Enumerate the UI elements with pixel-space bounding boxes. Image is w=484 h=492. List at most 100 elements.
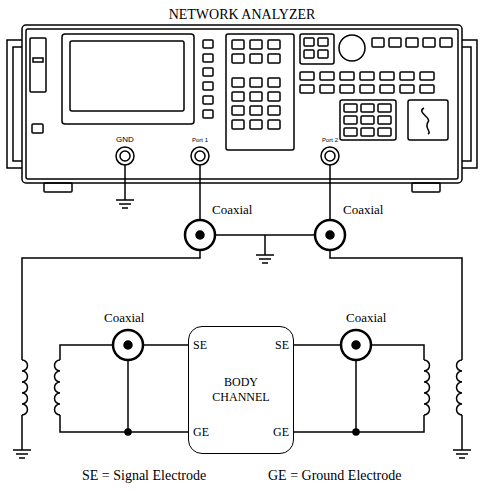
transformer-coil bbox=[22, 360, 28, 415]
panel-part bbox=[203, 110, 213, 118]
panel-part bbox=[420, 85, 434, 93]
wire bbox=[294, 415, 424, 432]
panel-part bbox=[44, 183, 72, 192]
coaxial-label: Coaxial bbox=[346, 311, 386, 324]
transformer-coil bbox=[424, 360, 430, 415]
panel-part bbox=[360, 72, 374, 80]
panel-part bbox=[318, 50, 328, 58]
panel-part bbox=[361, 128, 374, 136]
panel-part bbox=[422, 108, 429, 134]
panel-part bbox=[344, 104, 357, 112]
coaxial-symbol bbox=[185, 220, 215, 250]
panel-part bbox=[33, 58, 43, 62]
wire bbox=[21, 415, 23, 450]
wire bbox=[124, 165, 126, 200]
port-label: Port 1 bbox=[192, 137, 208, 143]
panel-part bbox=[344, 116, 357, 124]
panel-part bbox=[203, 40, 213, 48]
legend-note: SE = Signal Electrode bbox=[82, 469, 206, 483]
panel-part bbox=[32, 124, 43, 133]
coaxial-label: Coaxial bbox=[343, 203, 383, 216]
panel-part bbox=[361, 104, 374, 112]
panel-part bbox=[203, 54, 213, 62]
panel-part bbox=[250, 78, 262, 87]
panel-part bbox=[344, 128, 357, 136]
device-title: NETWORK ANALYZER bbox=[169, 6, 316, 24]
panel-part bbox=[360, 85, 374, 93]
panel-part bbox=[340, 100, 396, 140]
coaxial-label: Coaxial bbox=[212, 203, 252, 216]
port-connector bbox=[321, 147, 339, 165]
panel-part bbox=[372, 38, 384, 47]
electrode-label: SE bbox=[193, 339, 207, 351]
coaxial-symbol bbox=[113, 330, 143, 360]
panel-part bbox=[389, 38, 401, 47]
handle bbox=[462, 47, 471, 161]
panel-part bbox=[300, 34, 334, 64]
wire bbox=[330, 250, 462, 360]
handle bbox=[462, 40, 477, 168]
port-connector bbox=[191, 147, 209, 165]
panel-part bbox=[300, 72, 314, 80]
ground-symbol bbox=[116, 200, 134, 208]
panel-part bbox=[300, 85, 314, 93]
panel-part bbox=[268, 40, 280, 49]
panel-part bbox=[440, 38, 452, 47]
panel-part bbox=[232, 54, 244, 63]
panel-part bbox=[378, 104, 391, 112]
panel-part bbox=[232, 40, 244, 49]
electrode-label: GE bbox=[193, 426, 209, 438]
panel-part bbox=[340, 72, 354, 80]
panel-part bbox=[400, 85, 414, 93]
panel-part bbox=[232, 120, 244, 129]
panel-part bbox=[412, 183, 440, 192]
panel-part bbox=[250, 54, 262, 63]
panel-part bbox=[380, 72, 394, 80]
transformer-coil bbox=[457, 360, 463, 415]
panel-part bbox=[304, 50, 314, 58]
panel-part bbox=[420, 72, 434, 80]
panel-part bbox=[378, 128, 391, 136]
panel-part bbox=[232, 106, 244, 115]
gnd-label: GND bbox=[116, 136, 134, 144]
panel-part bbox=[304, 38, 314, 46]
panel-part bbox=[250, 120, 262, 129]
panel-part bbox=[268, 78, 280, 87]
coaxial-label: Coaxial bbox=[104, 311, 144, 324]
panel-part bbox=[226, 34, 294, 150]
channel-label: BODY CHANNEL bbox=[201, 375, 281, 405]
junction-dot bbox=[353, 429, 359, 435]
panel-part bbox=[318, 38, 328, 46]
transformer-coil bbox=[55, 360, 61, 415]
electrode-label: SE bbox=[275, 339, 289, 351]
panel-part bbox=[250, 40, 262, 49]
electrode-label: GE bbox=[273, 426, 289, 438]
wire bbox=[22, 250, 200, 360]
panel-part bbox=[203, 82, 213, 90]
panel-part bbox=[361, 116, 374, 124]
panel-part bbox=[268, 54, 280, 63]
panel-part bbox=[320, 72, 334, 80]
coaxial-symbol bbox=[315, 220, 345, 250]
wire bbox=[264, 235, 266, 255]
ground-symbol bbox=[256, 255, 274, 263]
handle bbox=[7, 40, 22, 168]
panel-part bbox=[232, 92, 244, 101]
panel-part bbox=[268, 106, 280, 115]
panel-part bbox=[62, 34, 194, 124]
legend-note: GE = Ground Electrode bbox=[268, 469, 401, 483]
ground-symbol bbox=[453, 450, 471, 458]
panel-part bbox=[268, 120, 280, 129]
ground-symbol bbox=[13, 450, 31, 458]
panel-part bbox=[70, 41, 184, 111]
analyzer-unit: NETWORK ANALYZER bbox=[22, 4, 462, 30]
junction-dot bbox=[125, 429, 131, 435]
panel-part bbox=[380, 85, 394, 93]
panel-part bbox=[378, 116, 391, 124]
panel-part bbox=[408, 100, 448, 140]
panel-part bbox=[406, 38, 418, 47]
port-label: Port 2 bbox=[322, 137, 338, 143]
panel-part bbox=[26, 29, 458, 179]
panel-part bbox=[250, 106, 262, 115]
